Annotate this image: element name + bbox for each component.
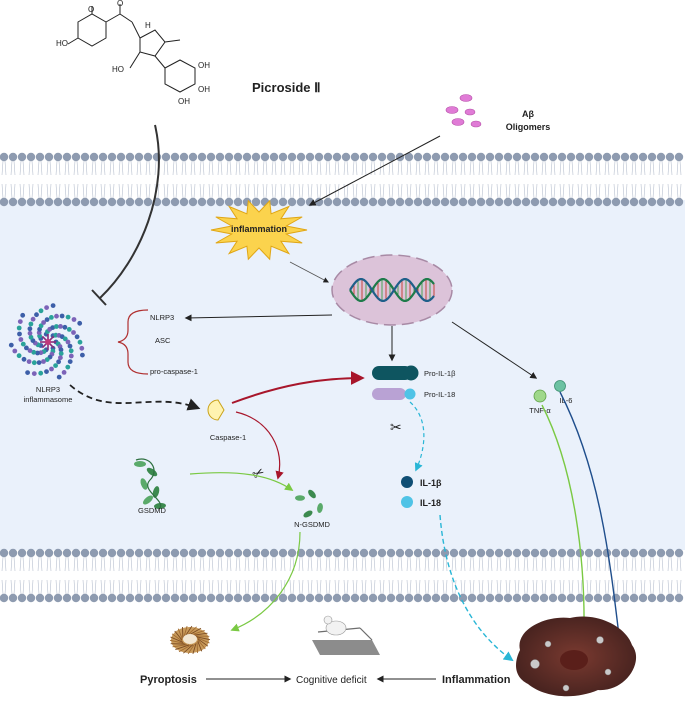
svg-text:O: O [117,0,123,8]
gsdmd-icon [134,458,166,510]
inflammation-burst-icon [210,199,308,261]
nlrp3-inflammasome-icon [8,303,85,380]
arrow-pro-il-to-il [409,401,425,472]
n-gsdmd-label: N-GSDMD [294,520,330,529]
component-nlrp3: NLRP3 [150,313,174,322]
n-gsdmd-icon [295,489,323,518]
gsdmd-label: GSDMD [138,506,167,515]
pro-il-18-label: Pro-IL-18 [424,390,455,399]
arrow-inflammation-to-nucleus [289,261,329,283]
svg-text:OH: OH [198,61,210,70]
arrow-abeta-to-inflammation [308,135,441,206]
inflammasome-label-line2: inflammasome [24,395,73,404]
il-6-icon [554,380,566,392]
pro-il-18-icon [372,388,416,400]
tnf-alpha-icon [533,389,547,403]
abeta-oligomers-icon [445,94,482,128]
mouse-maze-icon [312,615,380,655]
inflammation-burst-label: inflammation [231,224,287,234]
cognitive-deficit-label: Cognitive deficit [296,675,367,686]
arrow-caspase-to-gsdmd [235,411,284,480]
arrow-inflammasome-to-caspase [69,384,201,411]
cell-debris-icon [530,636,612,692]
inhibition-bar [91,289,107,306]
svg-text:OH: OH [178,97,190,106]
pro-il-1b-label: Pro-IL-1β [424,369,456,378]
molecule-atom-labels: O O HO H HO OH OH OH [56,0,210,106]
svg-text:OH: OH [198,85,210,94]
dna-helix-icon [349,278,435,302]
il-1b-label: IL-1β [420,478,442,488]
arrow-caspase-to-pro-il [231,371,365,404]
pro-il-1b-icon [372,365,419,381]
picroside-title: Picroside Ⅱ [252,80,321,95]
arrow-nucleus-to-nlrp3 [184,314,333,322]
il-1b-icon [401,476,413,488]
il-18-icon [401,496,413,508]
svg-text:HO: HO [112,65,124,74]
component-brace [117,309,149,375]
cell-nucleus-icon [560,650,588,670]
il-18-label: IL-18 [420,498,441,508]
abeta-label-line2: Oligomers [506,122,551,132]
arrow-nucleus-to-cytokines [451,321,538,379]
abeta-label-line1: Aβ [522,109,534,119]
nucleus [331,254,453,326]
pyroptosis-cell-icon [169,625,211,655]
upper-membrane [0,152,684,207]
caspase-label: Caspase-1 [210,433,246,442]
caspase-pacman-icon [207,399,225,421]
inflammation-label: Inflammation [442,674,511,686]
component-pro-caspase: pro-caspase-1 [150,367,198,376]
il-6-label: IL-6 [560,396,573,405]
arrow-il6-to-cell [559,391,624,646]
inflammasome-label-line1: NLRP3 [36,385,60,394]
svg-text:H: H [145,21,151,30]
scissors-icon: ✂ [390,419,402,435]
svg-text:HO: HO [56,39,68,48]
svg-text:O: O [88,5,94,14]
pyroptosis-label: Pyroptosis [140,674,197,686]
arrow-il-to-cell [439,514,514,662]
tnf-alpha-label: TNF-α [529,406,551,415]
inhibition-line [99,124,160,299]
picroside-molecule [67,4,196,93]
arrow-tnf-to-cell [541,404,590,634]
arrow-gsdmd-to-ngsdmd [189,472,294,491]
lower-membrane [0,548,684,603]
cytoplasm-region [0,200,685,550]
component-asc: ASC [155,336,171,345]
arrow-ngsdmd-to-pyroptosis [230,531,301,632]
